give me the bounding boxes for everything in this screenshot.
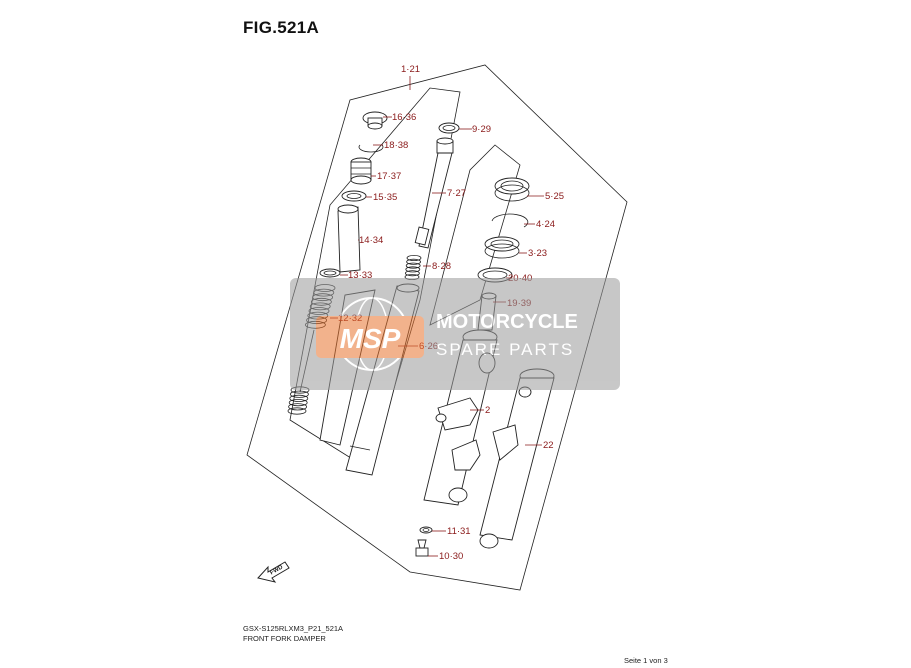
page-indicator: Seite 1 von 3	[624, 656, 668, 665]
callout-5-25: 5·25	[545, 191, 564, 202]
callout-14-34: 14·34	[359, 235, 383, 246]
figure-title: FIG.521A	[243, 18, 320, 37]
spring-coil	[287, 407, 307, 415]
watermark-line2: SPARE PARTS	[436, 340, 574, 359]
spring-coil	[288, 398, 308, 407]
callout-17-37: 17·37	[377, 171, 401, 182]
part-ring-13-33[interactable]	[319, 268, 341, 278]
part-spring-lower	[287, 386, 310, 415]
diagram-name: FRONT FORK DAMPER	[243, 634, 326, 643]
spring-coil	[406, 254, 422, 261]
part-stopper-ring-4-24[interactable]	[491, 213, 529, 228]
part-bushing-17-37[interactable]	[350, 157, 372, 185]
part-washer-15-35[interactable]	[341, 190, 367, 202]
callout-22: 22	[543, 440, 554, 451]
assembly-outline	[246, 64, 628, 591]
fwd-arrow: FWD	[257, 561, 290, 583]
watermark: MSP MOTORCYCLE SPARE PARTS	[290, 278, 620, 390]
callout-10-30: 10·30	[439, 551, 463, 562]
callout-2: 2	[485, 405, 490, 416]
spring-coil	[406, 258, 422, 265]
part-outer-tube-22[interactable]	[479, 368, 555, 549]
part-ring-9-29[interactable]	[438, 122, 460, 134]
watermark-line1: MOTORCYCLE	[436, 311, 578, 333]
callout-8-28: 8·28	[432, 261, 451, 272]
callout-11-31: 11·31	[447, 526, 471, 537]
callout-9-29: 9·29	[472, 124, 491, 135]
spring-coil	[405, 266, 421, 273]
part-oil-seal-3-23[interactable]	[484, 236, 520, 259]
callout-13-33: 13·33	[348, 270, 372, 281]
spring-coil	[288, 403, 308, 411]
spring-coil	[405, 262, 421, 269]
part-spring-8-28[interactable]	[404, 254, 422, 280]
part-bolt-10-30[interactable]	[415, 539, 429, 557]
spring-coil	[404, 270, 420, 277]
callout-3-23: 3·23	[528, 248, 547, 259]
part-damper-rod-7-27[interactable]	[414, 137, 454, 249]
part-spacer-14-34[interactable]	[337, 204, 361, 273]
spring-coil	[289, 390, 309, 398]
model-code: GSX-S125RLXM3_P21_521A	[243, 624, 344, 633]
callout-7-27: 7·27	[447, 188, 466, 199]
callout-1-21: 1·21	[401, 64, 420, 75]
part-dust-seal-5-25[interactable]	[494, 177, 530, 202]
callout-4-24: 4·24	[536, 219, 555, 230]
part-gasket-11-31[interactable]	[419, 526, 433, 534]
watermark-logo: MSP	[340, 323, 401, 354]
part-circlip-18-38[interactable]	[358, 144, 384, 153]
callout-16-36: 16·36	[392, 112, 416, 123]
callout-15-35: 15·35	[373, 192, 397, 203]
callout-18-38: 18·38	[384, 140, 408, 151]
part-cap-16-36[interactable]	[362, 111, 388, 130]
spring-coil	[289, 394, 309, 402]
